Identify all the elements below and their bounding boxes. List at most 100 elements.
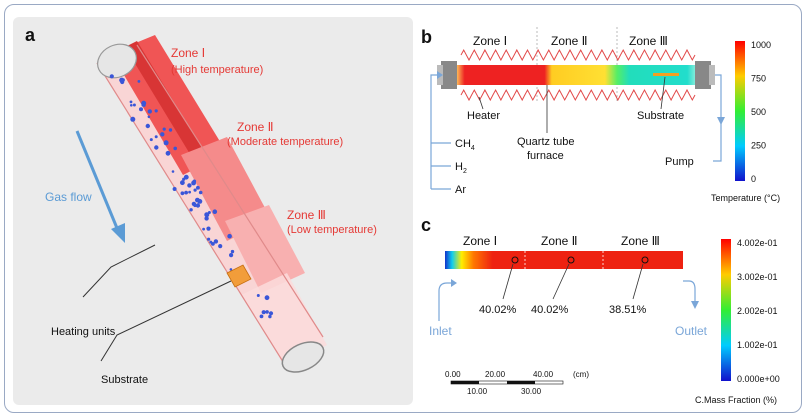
zone2-title: Zone Ⅱ	[237, 120, 274, 134]
scale-tick-30: 30.00	[521, 387, 542, 396]
temperature-colorbar	[735, 41, 745, 181]
gas-particle	[207, 237, 211, 241]
substrate-pointer-b	[660, 76, 666, 110]
b-zone2-label: Zone Ⅱ	[551, 34, 588, 48]
gas-feed-line	[430, 74, 437, 189]
heater-label: Heater	[467, 110, 500, 122]
gas-particle	[256, 294, 260, 297]
gas-particle	[229, 268, 233, 271]
gas-particle	[149, 138, 153, 142]
panel-a-label: a	[25, 25, 36, 45]
heating-units-pointer	[82, 244, 156, 298]
probe-pointer-1	[502, 263, 514, 300]
substrate-bar	[653, 73, 679, 76]
heating-units-label: Heating units	[51, 326, 116, 338]
heater-coil-bottom	[460, 88, 696, 102]
colorbar-tick-label: 0.000e+00	[737, 374, 780, 384]
gas-particle	[198, 190, 203, 195]
substrate-label-a: Substrate	[101, 374, 148, 386]
panel-a: a Zone Ⅰ (High temperature) Zone Ⅱ (Mode…	[13, 17, 413, 405]
panel-c: c Zone Ⅰ Zone Ⅱ Zone Ⅲ 40.02% 40.02% 38.…	[421, 215, 780, 405]
flange-right	[695, 61, 711, 89]
gas-particle	[130, 104, 133, 107]
tube-edge-left	[96, 62, 286, 366]
gas-particle	[197, 199, 203, 204]
gas-particle	[184, 190, 189, 195]
gas-particle	[162, 127, 166, 131]
gas-particle	[182, 177, 186, 181]
gas-particle	[204, 216, 209, 221]
heating-unit-zone3	[225, 205, 305, 293]
gas-particle	[130, 116, 136, 122]
mass-fraction-colorbar-title: C.Mass Fraction (%)	[695, 395, 777, 405]
gas-particle	[109, 74, 114, 79]
gas-particle	[165, 150, 171, 156]
gas-particle	[188, 190, 192, 194]
c-zone2-label: Zone Ⅱ	[541, 234, 578, 248]
gas-particle	[230, 249, 235, 254]
gas-flow-arrow-line	[75, 130, 121, 234]
gas-particle	[193, 188, 197, 192]
gas-particle	[154, 145, 159, 150]
mass-fraction-colorbar	[721, 239, 731, 381]
scale-tick-40: 40.00	[533, 370, 554, 379]
gas-particle	[268, 314, 272, 319]
gas-particle	[172, 187, 177, 191]
temperature-colorbar-title: Temperature (°C)	[711, 193, 780, 203]
colorbar-tick-label: 750	[751, 74, 766, 84]
scale-tick-0: 0.00	[445, 370, 461, 379]
inlet-line	[438, 282, 451, 321]
panel-c-label: c	[421, 215, 431, 235]
gas-particle	[212, 209, 218, 214]
gas-particle	[261, 310, 266, 315]
colorbar-tick-label: 2.002e-01	[737, 306, 778, 316]
probe-point-3	[641, 256, 649, 264]
pump-arrowhead	[717, 117, 725, 125]
gas-particle	[209, 240, 213, 244]
zone1-title: Zone Ⅰ	[171, 46, 205, 60]
colorbar-tick-label: 3.002e-01	[737, 272, 778, 282]
gas-particle	[229, 253, 234, 258]
gas-ar-label: Ar	[455, 184, 466, 196]
outlet-line	[683, 280, 696, 301]
quartz-label-line2: furnace	[527, 150, 564, 162]
gas-particle	[264, 295, 270, 301]
gas-particle	[119, 77, 125, 83]
scale-bar-segment-2	[535, 381, 563, 384]
gas-ch4-label: CH4	[455, 138, 475, 152]
gas-particle	[191, 180, 197, 186]
c-zone1-label: Zone Ⅰ	[463, 234, 497, 248]
gas-particle	[145, 123, 150, 129]
inlet-label: Inlet	[429, 324, 452, 338]
scale-bar-outline	[450, 380, 564, 385]
scale-tick-10: 10.00	[467, 387, 488, 396]
inlet-arrowhead	[451, 279, 457, 287]
mass-fraction-colorbar-ticks: 4.002e-013.002e-012.002e-011.002e-010.00…	[737, 238, 780, 384]
heater-pointer	[478, 96, 484, 110]
tube-outlet-opening	[281, 341, 325, 373]
flange-right-cap	[709, 65, 715, 85]
gas-particle	[196, 185, 200, 190]
gas-particle	[265, 310, 269, 314]
fraction-zone1: 40.02%	[479, 304, 517, 316]
substrate-label-b: Substrate	[637, 110, 684, 122]
gas-particle	[154, 135, 158, 139]
panel-b: b Zone Ⅰ Zone Ⅱ Zone Ⅲ Heater Quartz tub…	[421, 27, 780, 203]
pump-label: Pump	[665, 156, 694, 168]
gas-particle	[259, 314, 264, 319]
gas-particle	[204, 212, 210, 218]
gas-flow-label: Gas flow	[45, 190, 92, 204]
zone2-subtitle: (Moderate temperature)	[227, 136, 343, 148]
gas-particle	[129, 100, 133, 104]
gas-particle	[171, 170, 175, 173]
gas-particle	[154, 109, 158, 113]
gas-h2-label: H2	[455, 161, 467, 175]
gas-particle	[218, 244, 223, 249]
colorbar-tick-label: 0	[751, 174, 756, 184]
gas-particle	[193, 203, 197, 208]
colorbar-tick-label: 1.002e-01	[737, 340, 778, 350]
probe-pointer-3	[632, 263, 644, 300]
panel-b-label: b	[421, 27, 432, 47]
gas-particle	[139, 107, 143, 112]
gas-particle	[206, 226, 211, 231]
